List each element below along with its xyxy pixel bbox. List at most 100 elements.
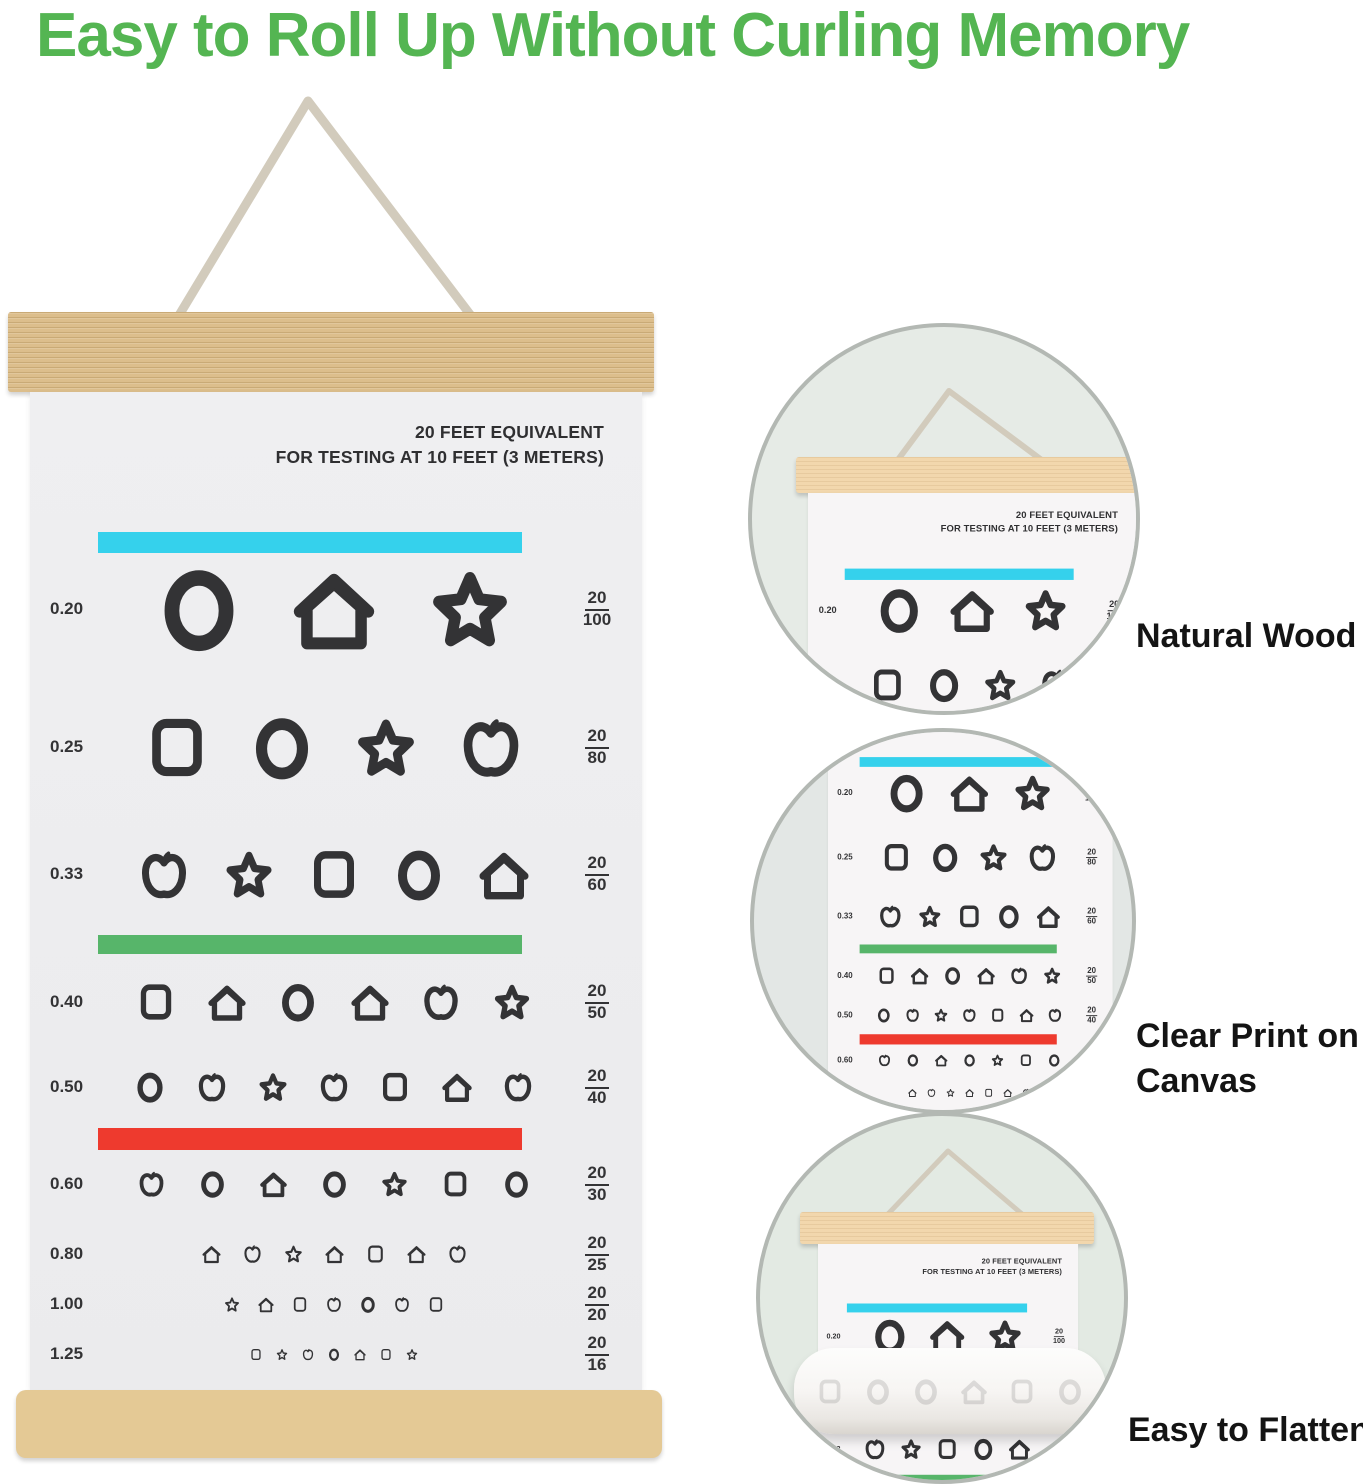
apple-icon <box>422 982 460 1022</box>
house-icon <box>351 982 389 1022</box>
circle-icon <box>865 1378 891 1405</box>
cyan-divider-bar <box>859 757 1057 767</box>
circle-icon <box>321 1170 348 1198</box>
acuity-label: 0.80 <box>837 1088 853 1098</box>
chart-header-line2: FOR TESTING AT 10 FEET (3 METERS) <box>940 522 1118 534</box>
fraction-denominator: 16 <box>587 1354 607 1374</box>
rolled-paper <box>794 1348 1106 1434</box>
star-icon <box>918 904 941 929</box>
apple-icon <box>878 1054 891 1067</box>
optotype-shapes <box>104 982 564 1022</box>
circle-icon <box>944 966 962 985</box>
fraction-denominator: 100 <box>1106 610 1122 621</box>
optotype-shapes <box>104 848 564 901</box>
square-icon <box>871 667 904 702</box>
fraction-denominator: 25 <box>587 1254 607 1274</box>
house-icon <box>1003 1088 1012 1097</box>
red-divider-bar <box>859 1034 1057 1045</box>
green-divider-bar <box>98 935 522 954</box>
circle-icon <box>931 842 960 872</box>
cyan-divider-bar <box>844 568 1074 580</box>
fraction-numerator: 20 <box>584 1066 610 1089</box>
square-icon <box>380 1348 392 1361</box>
square-icon <box>146 715 208 780</box>
square-icon <box>366 1244 385 1264</box>
fraction-numerator: 20 <box>584 1233 610 1256</box>
circle-icon <box>887 773 925 813</box>
fraction-numerator: 20 <box>1107 598 1121 611</box>
inset-label-line: Easy to Flatten <box>1128 1411 1363 1449</box>
inset-label-easy-to-flatten: Easy to Flatten <box>1128 1408 1363 1453</box>
fraction-numerator: 20 <box>584 1283 610 1306</box>
hanging-rope-icon <box>894 388 1045 463</box>
apple-icon <box>448 1244 467 1264</box>
house-icon <box>950 587 994 633</box>
star-icon <box>900 1438 921 1461</box>
apple-icon <box>319 1071 349 1103</box>
apple-icon <box>1040 667 1073 702</box>
fraction-numerator: 20 <box>1053 1439 1065 1450</box>
square-icon <box>292 1296 308 1313</box>
fraction-denominator: 60 <box>1054 1449 1063 1458</box>
fraction-numerator: 20 <box>584 726 610 749</box>
house-icon <box>202 1244 221 1264</box>
optotype-shapes <box>104 715 564 780</box>
star-icon <box>381 1170 408 1198</box>
star-icon <box>429 566 511 652</box>
square-icon <box>137 982 175 1022</box>
optotype-shapes <box>104 1296 564 1313</box>
wooden-rail-top <box>8 312 654 392</box>
circle-icon <box>199 1170 226 1198</box>
circle-icon <box>328 1348 340 1361</box>
fraction-numerator: 20 <box>1086 1106 1098 1110</box>
star-icon <box>934 1008 948 1023</box>
optotype-shapes <box>862 773 1076 813</box>
apple-icon <box>1022 1088 1031 1097</box>
apple-icon <box>197 1071 227 1103</box>
optotype-shapes <box>862 842 1076 872</box>
star-icon <box>284 1244 303 1264</box>
circle-icon <box>927 667 960 702</box>
fraction-denominator: 60 <box>1087 916 1097 926</box>
acuity-label: 0.33 <box>50 864 84 883</box>
square-icon <box>250 1348 262 1361</box>
acuity-label: 0.25 <box>837 852 853 862</box>
apple-icon <box>302 1348 314 1361</box>
chart-header-line1: 20 FEET EQUIVALENT <box>981 1256 1062 1266</box>
star-icon <box>991 1054 1004 1067</box>
acuity-label: 0.60 <box>50 1174 84 1193</box>
star-icon <box>355 715 417 780</box>
fraction-denominator: 80 <box>587 747 607 767</box>
house-icon <box>1019 1008 1033 1023</box>
house-icon <box>354 1348 366 1361</box>
acuity-label: 0.25 <box>50 737 84 756</box>
apple-icon <box>326 1296 342 1313</box>
house-icon <box>965 1088 974 1097</box>
optotype-shapes <box>848 667 1096 702</box>
circle-icon <box>913 1378 939 1405</box>
star-icon <box>258 1071 288 1103</box>
apple-icon <box>879 904 902 929</box>
